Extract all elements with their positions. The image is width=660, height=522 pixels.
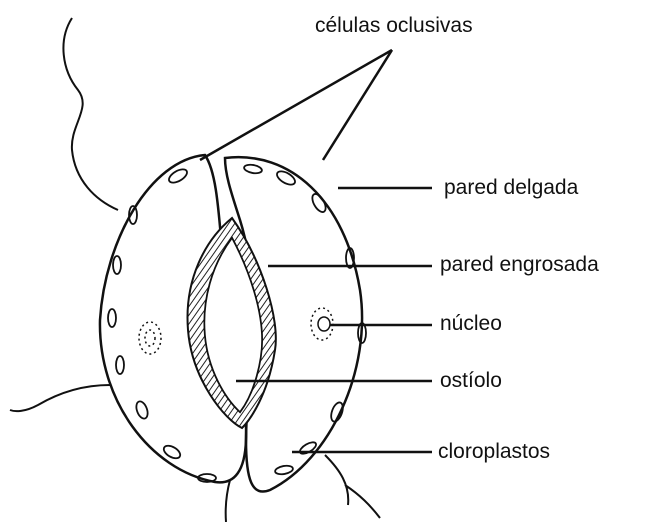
label-nucleus: núcleo <box>440 313 502 334</box>
label-ostiole: ostíolo <box>440 370 502 391</box>
leader-guard-cells-right <box>323 50 392 160</box>
nucleus-left <box>139 322 161 354</box>
label-guard-cells: células oclusivas <box>315 15 473 36</box>
nucleus-right <box>311 308 333 340</box>
label-thin-wall: pared delgada <box>444 177 578 198</box>
leader-guard-cells-left <box>200 50 392 160</box>
label-chloroplasts: cloroplastos <box>438 441 550 462</box>
label-thick-wall: pared engrosada <box>440 254 599 275</box>
